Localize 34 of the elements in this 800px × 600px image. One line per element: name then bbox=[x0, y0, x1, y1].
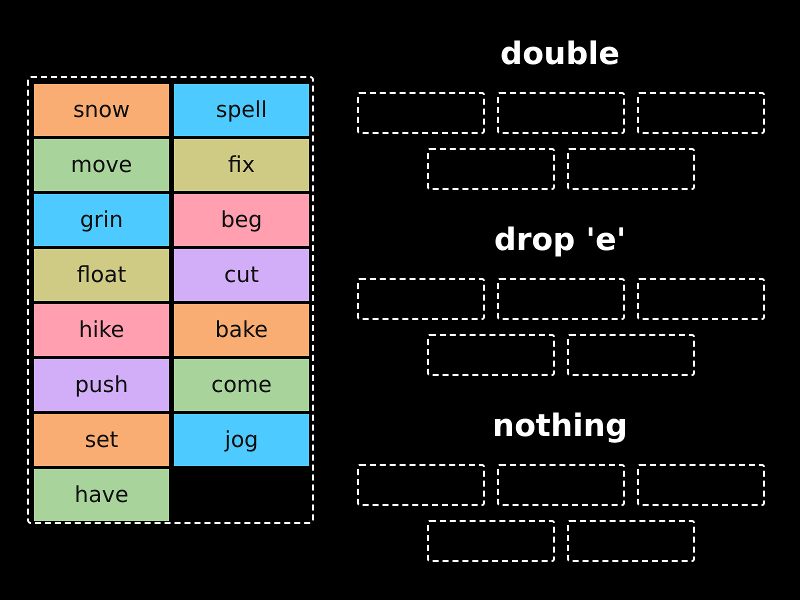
drop-slot bbox=[357, 464, 485, 506]
drop-slot bbox=[357, 92, 485, 134]
drop-slot bbox=[637, 92, 765, 134]
word-tile: fix bbox=[174, 139, 309, 191]
word-tile: push bbox=[34, 359, 169, 411]
word-tile: jog bbox=[174, 414, 309, 466]
drop-slot bbox=[637, 278, 765, 320]
word-tile: spell bbox=[174, 84, 309, 136]
drop-slot bbox=[357, 278, 485, 320]
word-tile: move bbox=[34, 139, 169, 191]
drop-slot bbox=[497, 464, 625, 506]
drop-slot bbox=[567, 148, 695, 190]
drop-slot bbox=[567, 334, 695, 376]
word-tile: snow bbox=[34, 84, 169, 136]
drop-slot bbox=[497, 92, 625, 134]
category-heading: drop 'e' bbox=[493, 222, 627, 258]
drop-slot bbox=[427, 334, 555, 376]
category-heading: nothing bbox=[491, 408, 629, 444]
drop-slot bbox=[497, 278, 625, 320]
drop-slot bbox=[637, 464, 765, 506]
drop-slot bbox=[567, 520, 695, 562]
word-tile: cut bbox=[174, 249, 309, 301]
word-tile: set bbox=[34, 414, 169, 466]
word-tile: have bbox=[34, 469, 169, 521]
word-tile: beg bbox=[174, 194, 309, 246]
word-tile: hike bbox=[34, 304, 169, 356]
drop-slot bbox=[427, 148, 555, 190]
word-tile: bake bbox=[174, 304, 309, 356]
category-heading: double bbox=[499, 36, 621, 72]
word-bank-panel bbox=[27, 76, 314, 524]
word-tile: come bbox=[174, 359, 309, 411]
word-tile: float bbox=[34, 249, 169, 301]
word-tile: grin bbox=[34, 194, 169, 246]
drop-slot bbox=[427, 520, 555, 562]
